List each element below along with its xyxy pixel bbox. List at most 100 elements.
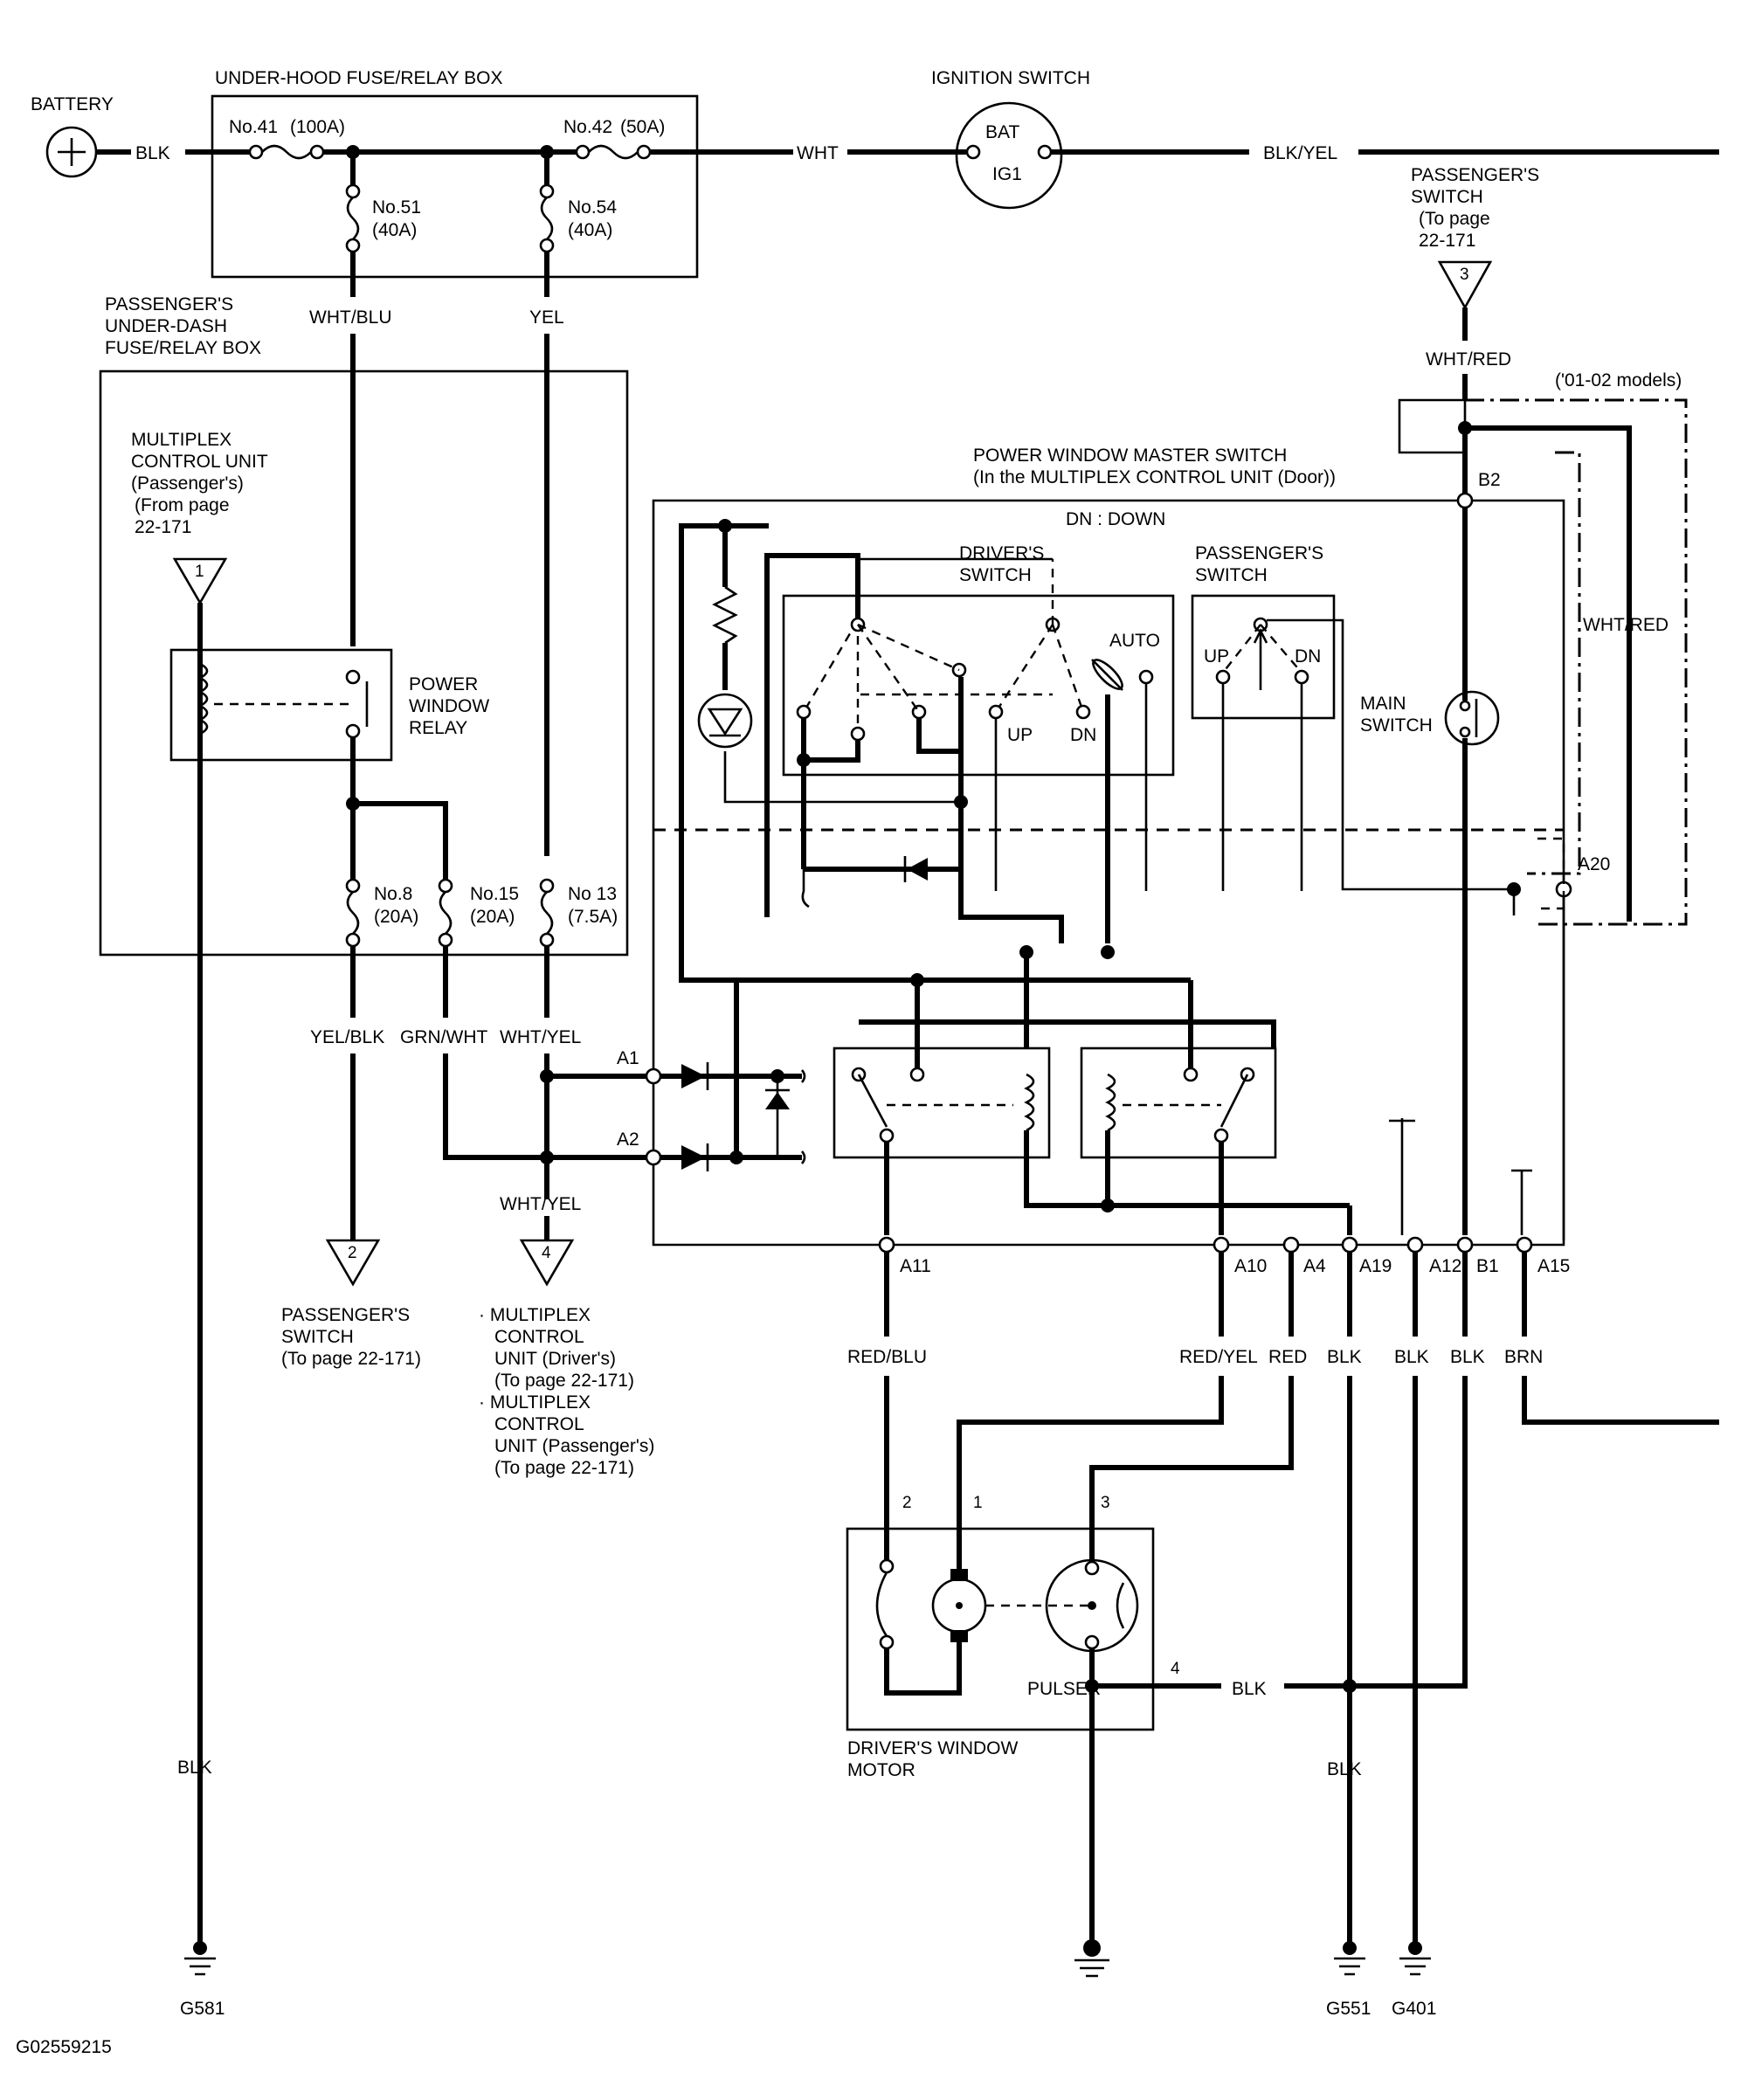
fuse41-terminal-left [248,144,264,160]
master-switch-label-1: POWER WINDOW MASTER SWITCH [973,446,1287,466]
wire-a1-a2-in [660,1074,802,1160]
ground-g401: G401 [1392,1999,1436,2019]
fuse54-terminal-top [539,183,555,199]
fuse15-label: No.15 [470,884,519,904]
mcu-bottom-label-8: (To page 22-171) [494,1458,634,1478]
master-switch-label-2: (In the MULTIPLEX CONTROL UNIT (Door)) [973,467,1336,487]
pass-switch-up-contact [1215,669,1231,685]
resistor-icon [712,585,738,645]
driver-dn-label: DN [1070,725,1096,745]
ignition-switch-outline [955,101,1063,210]
battery-section: BATTERY BLK [31,94,249,178]
main-switch-contact-top [1459,700,1471,712]
fuse15-rating: (20A) [470,907,515,927]
wire-label-blk-battery: BLK [135,143,170,163]
ps-bottom-label-2: SWITCH [281,1327,354,1347]
wire-label-wht-yel-lower: WHT/YEL [500,1194,581,1214]
drivers-window-motor-outline [846,1527,1155,1731]
pulser-notch [1116,1582,1125,1629]
ps-top-label-3: (To page [1419,209,1490,229]
wire-label-grn-wht: GRN/WHT [400,1027,487,1047]
fuse13-rating: (7.5A) [568,907,618,927]
fuse13-icon [540,891,554,935]
terminal-a1 [645,1067,662,1085]
power-window-relay-outline [169,648,393,762]
ref-triangle-3 [1437,260,1493,310]
fuse8-rating: (20A) [374,907,418,927]
motor-section: RED/BLU RED/YEL RED BLK BLK BLK BRN 2 1 … [846,1252,1719,1948]
ps-bottom-label-1: PASSENGER'S [281,1305,410,1325]
ref-triangle-1 [172,557,228,605]
fuse42-terminal-right [636,144,652,160]
ps-top-label-2: SWITCH [1411,187,1483,207]
terminal-a12 [1406,1236,1424,1254]
wire-relay-crossbar [859,1019,1276,1048]
pass-dn-label: DN [1295,646,1321,667]
wire-control-left-loop [679,523,739,1157]
mcu-bottom-label-4: (To page 22-171) [494,1371,634,1391]
wire-pulser [1089,1555,1221,1689]
relay-up-common [879,1128,895,1143]
fuse54-label: No.54 [568,197,617,218]
wire-label-blk-g581: BLK [177,1758,212,1778]
underdash-label-1: PASSENGER'S [105,294,233,314]
fuse51-icon [346,197,360,240]
ref-triangle-2-number: 2 [348,1244,357,1262]
connector-a19: A19 [1359,1256,1392,1276]
passenger-underdash-box: PASSENGER'S UNDER-DASH FUSE/RELAY BOX WH… [99,252,629,1948]
ignition-switch: WHT IGNITION SWITCH BAT IG1 BLK/YEL [797,68,1719,210]
relay-dn-blade [1219,1074,1249,1128]
motor-pin-1: 1 [973,1494,983,1512]
ref-triangle-4-left [519,1239,575,1287]
auto-switch-blade [1091,659,1123,691]
relay-contact-top [345,669,361,685]
fuse13-terminal-top [539,878,555,894]
relay-dn-no [1183,1067,1199,1082]
ref-triangle-1-number: 1 [195,563,204,581]
ground-node-g581 [193,1941,207,1955]
main-switch-contact-bottom [1459,726,1471,738]
fuse15-icon [439,891,453,935]
wire-label-brn: BRN [1504,1347,1543,1367]
wire-label-wht-blu: WHT/BLU [309,307,392,328]
connector-b2: B2 [1478,470,1501,490]
wire-label-red: RED [1268,1347,1307,1367]
diode-a1-a2-icons [681,1064,706,1170]
pulser-contact-top [1084,1560,1100,1576]
lower-left-feeds: YEL/BLK GRN/WHT WHT/YEL WHT/YEL 2 4 PASS… [177,946,654,1778]
driver-switch-auto-contact [1138,669,1154,685]
connector-a20: A20 [1578,854,1610,874]
underdash-label-2: UNDER-DASH [105,316,227,336]
mcu-bottom-label-6: CONTROL [494,1414,584,1434]
wire-to-fuse15 [353,801,448,881]
driver-switch-contact-3 [911,704,927,720]
fuse41-terminal-right [309,144,325,160]
ref-triangle-3-number: 3 [1460,266,1469,284]
pulser-hub [1088,1601,1096,1610]
junction-coil-returns [1101,1199,1115,1212]
diode-bridge-icon [765,1092,790,1109]
ref-triangle-4-left-number: 4 [542,1244,551,1262]
pass-switch-outline [1191,594,1336,720]
ground-node-motor [1083,1939,1101,1957]
wire-label-blk-pulser: BLK [1232,1679,1267,1699]
auto-switch-icon [1092,659,1123,690]
master-switch: POWER WINDOW MASTER SWITCH (In the MULTI… [617,446,1610,1276]
connector-a1: A1 [617,1048,639,1068]
dn-down-legend: DN : DOWN [1066,509,1165,529]
ignition-bat-terminal [965,144,981,160]
underhood-box-outline [211,94,699,279]
motor-label-2: MOTOR [847,1760,915,1780]
fuse8-terminal-bottom [345,932,361,948]
motor-contact-bottom [879,1634,895,1650]
ignition-ig1-label: IG1 [992,164,1022,184]
driver-switch-lever-right [994,559,1085,713]
drivers-switch-label-1: DRIVER'S [959,543,1044,563]
fuse15-terminal-bottom [438,932,453,948]
ignition-switch-label: IGNITION SWITCH [931,68,1090,88]
fuse41-rating: (100A) [290,117,345,137]
relay-coil-icon [197,662,209,736]
underdash-label-3: FUSE/RELAY BOX [105,338,261,358]
pulser-contact-bottom [1084,1634,1100,1650]
